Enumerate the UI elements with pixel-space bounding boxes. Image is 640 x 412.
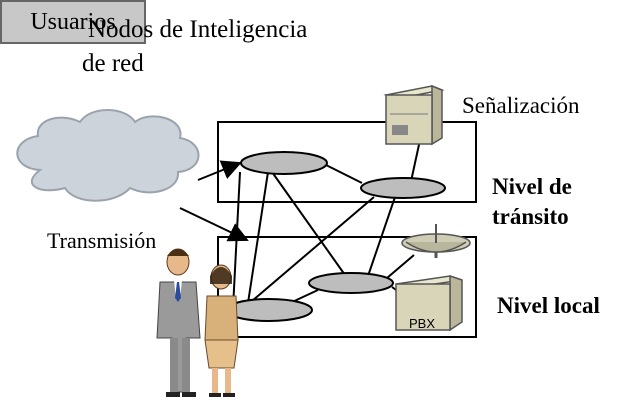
- transit-level-box: [217, 121, 477, 203]
- satellite-dish-icon: [401, 224, 471, 258]
- local-node-1: [308, 272, 394, 294]
- businesswoman-icon: [204, 264, 239, 397]
- transit-level-label-line-2: tránsito: [492, 204, 569, 229]
- transit-level-label-line-1: Nivel de: [492, 174, 572, 199]
- businessman-icon: [156, 248, 201, 397]
- pbx-icon: PBX: [395, 274, 463, 332]
- diagram-title-line-1: Nodos de Inteligencia: [88, 16, 308, 43]
- transit-node-1: [240, 151, 328, 175]
- local-node-2: [225, 298, 313, 322]
- transit-node-2: [360, 177, 446, 199]
- diagram-title-line-2: de red: [82, 50, 144, 77]
- server-icon: [383, 84, 445, 146]
- arrow-to-transit: [197, 160, 242, 181]
- transmission-cloud-icon: [16, 109, 200, 202]
- signaling-label: Señalización: [462, 93, 580, 118]
- local-level-label: Nivel local: [497, 293, 600, 318]
- transmission-label: Transmisión: [47, 228, 157, 253]
- pbx-label: PBX: [409, 316, 435, 331]
- users-label: Usuarios: [30, 8, 116, 35]
- users-box: Usuarios: [0, 0, 146, 44]
